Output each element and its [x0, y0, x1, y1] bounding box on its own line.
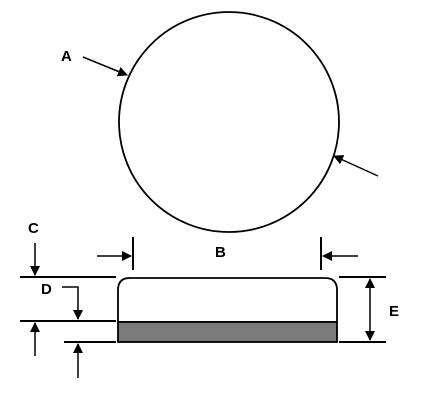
label-d: D [41, 281, 52, 298]
d-arrow-down [62, 286, 83, 320]
side-view-body [117, 277, 338, 323]
label-b: B [215, 244, 226, 261]
label-c: C [28, 220, 39, 237]
side-view-base-band [117, 321, 338, 343]
label-a: A [61, 48, 72, 65]
label-e: E [389, 303, 399, 320]
top-view-circle [118, 11, 340, 233]
leader-arrow-a [82, 56, 128, 77]
leader-arrow-right [333, 155, 379, 177]
